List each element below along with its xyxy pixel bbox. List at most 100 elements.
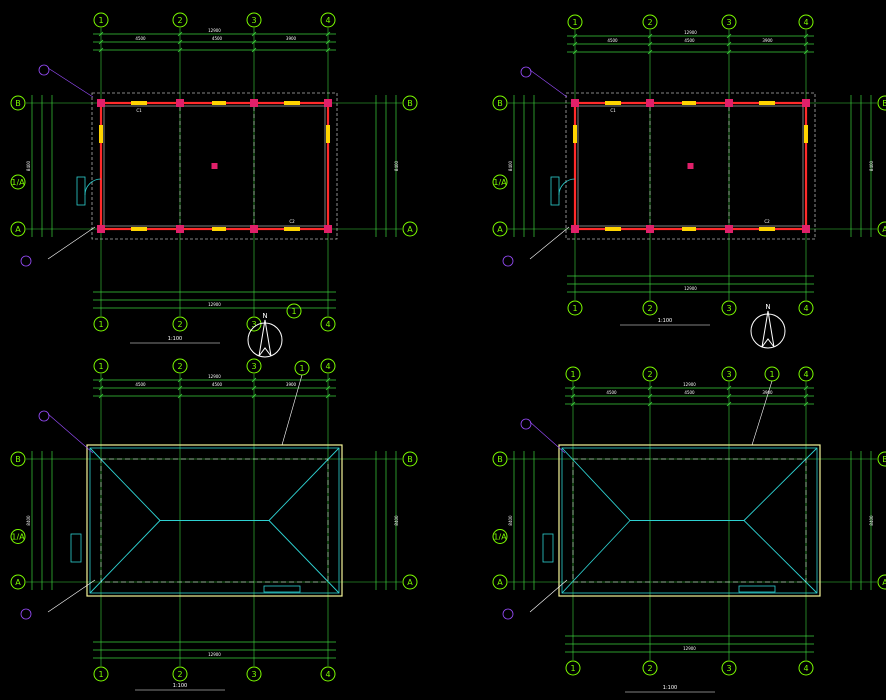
row-bubble-right-B-label: B <box>407 99 413 108</box>
column-2-1 <box>250 225 258 233</box>
dim-tick-2-1 <box>177 47 183 53</box>
axis-bubble-bottom-2: 2 <box>642 300 658 316</box>
dim-tick-1-2 <box>251 385 257 391</box>
row-bubble-sub: 1/A <box>10 529 26 544</box>
axis-bubble-bottom-3-label: 3 <box>251 670 256 679</box>
row-bubble-left-A: A <box>492 574 508 590</box>
dim-tick-0-1 <box>177 31 183 37</box>
leader-bubble-bottom <box>20 255 32 267</box>
leader-line-bottom <box>47 226 96 260</box>
eave-outline <box>91 92 338 240</box>
row-bubble-sub: 1/A <box>492 174 508 190</box>
row-bubble-right-B-label: B <box>407 455 413 464</box>
window-1-2 <box>284 227 300 231</box>
axis-bubble-top-1: 1 <box>93 12 109 28</box>
row-bubble-right-A: A <box>877 221 886 237</box>
wall-below-dashed <box>100 458 329 583</box>
row-bubble-left-B: B <box>492 451 508 467</box>
axis-bubble-top-3-label: 3 <box>726 370 731 379</box>
axis-bubble-bottom-4-label: 4 <box>803 304 808 313</box>
detail-callout-bottom: 1 <box>286 303 302 319</box>
axis-bubble-bottom-1: 1 <box>565 660 581 676</box>
axis-bubble-top-4: 4 <box>320 358 336 374</box>
axis-bubble-top-3: 3 <box>721 14 737 30</box>
window-1-0 <box>131 227 147 231</box>
leader-line-top <box>47 67 94 98</box>
dim-tick-0-0 <box>98 377 104 383</box>
step-left <box>550 176 560 206</box>
leader-bubble-bottom <box>502 608 514 620</box>
column-1-1 <box>176 225 184 233</box>
detail-callout-bottom-label: 1 <box>291 307 296 316</box>
dim-tick-2-2 <box>726 401 732 407</box>
dim-bay-top-2: 3900 <box>286 382 297 387</box>
dim-tick-0-1 <box>647 385 653 391</box>
column-0-0 <box>97 99 105 107</box>
axis-bubble-top-3-label: 3 <box>251 362 256 371</box>
callout-leader <box>281 374 303 446</box>
dim-bay-top-1: 4500 <box>684 390 695 395</box>
row-bubble-right-A-label: A <box>882 578 886 587</box>
row-bubble-left-B: B <box>10 451 26 467</box>
row-bubble-left-A-label: A <box>15 225 21 234</box>
leader-bubble-bottom <box>20 608 32 620</box>
hip-line-se <box>743 520 818 594</box>
row-bubble-right-B: B <box>402 95 418 111</box>
dim-width-left: 8400 <box>508 160 513 171</box>
dim-tick-1-1 <box>647 393 653 399</box>
dim-tick-2-3 <box>803 49 809 55</box>
axis-bubble-top-4: 4 <box>798 366 814 382</box>
dim-bay-top-1: 4500 <box>212 382 223 387</box>
axis-bubble-top-3-label: 3 <box>251 16 256 25</box>
row-bubble-right-B: B <box>877 95 886 111</box>
dim-tick-2-0 <box>572 49 578 55</box>
axis-bubble-top-1-label: 1 <box>98 16 103 25</box>
dim-tick-1-2 <box>726 393 732 399</box>
row-bubble-right-A-label: A <box>407 578 413 587</box>
hip-line-nw <box>89 447 161 521</box>
axis-bubble-top-2: 2 <box>642 366 658 382</box>
axis-bubble-top-4: 4 <box>320 12 336 28</box>
roof-eave <box>558 444 821 597</box>
window-tag-top: C1 <box>610 108 616 113</box>
callout-leader <box>751 380 773 446</box>
dim-tick-1-0 <box>572 41 578 47</box>
axis-bubble-top-1: 1 <box>565 366 581 382</box>
dim-tick-0-3 <box>803 385 809 391</box>
hip-line-se <box>268 520 340 594</box>
dim-bay-top-2: 3900 <box>762 390 773 395</box>
dim-tick-0-0 <box>572 33 578 39</box>
wall-below-dashed <box>572 458 807 583</box>
dim-total-bottom: 12900 <box>684 286 697 291</box>
axis-bubble-top-4-label: 4 <box>325 362 330 371</box>
window-1-2 <box>759 227 775 231</box>
axis-bubble-bottom-3-label: 3 <box>726 664 731 673</box>
axis-bubble-bottom-3: 3 <box>721 660 737 676</box>
column-3-0 <box>802 99 810 107</box>
axis-bubble-bottom-2: 2 <box>172 666 188 682</box>
roof-gutter <box>89 447 340 594</box>
axis-bubble-top-3-label: 3 <box>726 18 731 27</box>
row-bubble-left-A-label: A <box>497 225 503 234</box>
dim-total-top: 12900 <box>684 30 697 35</box>
dim-tick-1-2 <box>251 39 257 45</box>
panel-title: 1:100 <box>173 683 187 689</box>
axis-bubble-top-1: 1 <box>567 14 583 30</box>
dim-tick-0-1 <box>177 377 183 383</box>
column-1-1 <box>646 225 654 233</box>
axis-bubble-bottom-4: 4 <box>798 300 814 316</box>
column-2-1 <box>725 225 733 233</box>
axis-bubble-bottom-2: 2 <box>172 316 188 332</box>
dim-tick-2-1 <box>647 49 653 55</box>
dim-tick-1-0 <box>98 39 104 45</box>
axis-bubble-top-2-label: 2 <box>177 16 182 25</box>
row-bubble-right-B-label: B <box>882 455 886 464</box>
dim-bay-top-0: 4500 <box>135 36 146 41</box>
row-bubble-right-A: A <box>402 221 418 237</box>
axis-bubble-bottom-4-label: 4 <box>325 320 330 329</box>
column-2-0 <box>250 99 258 107</box>
axis-bubble-bottom-3: 3 <box>721 300 737 316</box>
